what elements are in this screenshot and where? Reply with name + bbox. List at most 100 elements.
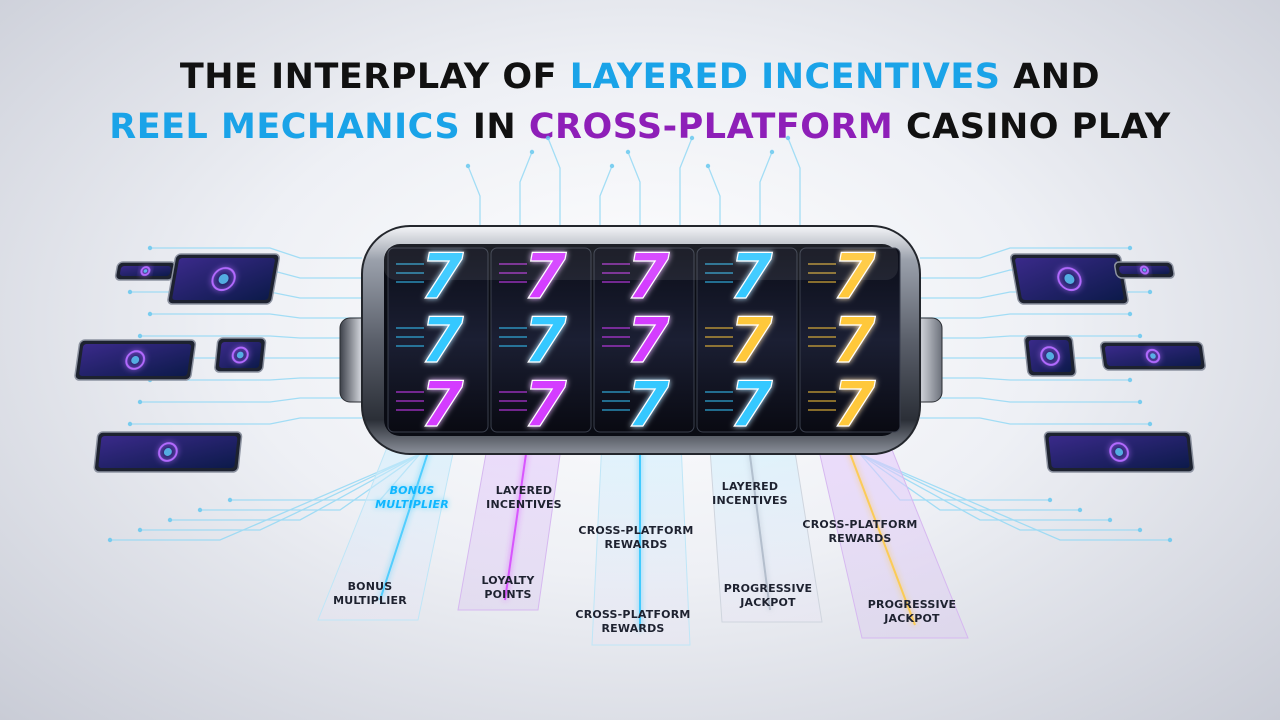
target-icon-core	[1115, 448, 1124, 456]
circuit-node	[137, 333, 143, 339]
ribbon-1-top-label: Bonus Multiplier	[375, 484, 449, 511]
circuit-node	[689, 135, 695, 141]
circuit-node	[1137, 399, 1143, 405]
reel-symbol-seven: 7	[832, 368, 876, 441]
coin-icon	[1040, 346, 1060, 366]
reel-symbol-seven: 7	[420, 240, 464, 313]
circuit-line	[140, 453, 421, 531]
fingerprint-icon	[1139, 265, 1150, 275]
title-text: IN	[460, 107, 529, 147]
target-icon-core	[218, 274, 229, 284]
reel-background	[799, 247, 901, 433]
shield-icon	[140, 266, 151, 276]
ribbon-1-bottom-label: Bonus Multiplier	[333, 580, 407, 607]
circuit-line	[130, 417, 362, 425]
reel-1: 777	[387, 239, 489, 442]
circuit-line	[599, 165, 613, 226]
reel-symbol-seven: 7	[626, 240, 670, 313]
ribbon-5-bottom-label: Progressive Jackpot	[867, 598, 957, 625]
circuit-line	[150, 377, 362, 381]
circuit-node	[137, 399, 143, 405]
circuit-line	[707, 165, 721, 226]
circuit-line	[859, 453, 1170, 541]
reel-background	[387, 247, 489, 433]
device-coin-icon	[1023, 335, 1077, 377]
title-text: CASINO PLAY	[893, 107, 1171, 147]
shield-icon-core	[1150, 353, 1156, 359]
fingerprint-icon	[231, 346, 249, 364]
reel-symbol-seven: 7	[523, 368, 567, 441]
circuit-node	[625, 149, 631, 155]
device-shield-icon	[114, 261, 176, 281]
circuit-node	[785, 135, 791, 141]
circuit-node	[769, 149, 775, 155]
circuit-node	[1127, 377, 1133, 383]
reel-symbol-seven: 7	[832, 240, 876, 313]
reel-symbol-seven: 7	[832, 304, 876, 377]
ribbon-4-top-label: Layered Incentives	[712, 480, 788, 507]
fingerprint-icon-core	[236, 351, 244, 359]
circuit-line	[627, 151, 641, 226]
circuit-line	[920, 417, 1150, 425]
chip-icon-core	[131, 356, 140, 364]
device-shield-icon	[1099, 341, 1207, 371]
ribbon-5-top-label: Cross-Platform Rewards	[802, 518, 918, 545]
circuit-node	[137, 527, 143, 533]
reel-symbol-seven: 7	[523, 304, 567, 377]
chip-icon	[1057, 267, 1082, 291]
circuit-line	[920, 247, 1130, 259]
circuit-node	[1147, 289, 1153, 295]
reel-symbol-seven: 7	[626, 368, 670, 441]
reel-background	[490, 247, 592, 433]
circuit-line	[547, 137, 561, 226]
reel-background	[593, 247, 695, 433]
circuit-line	[140, 335, 362, 339]
reel-symbol-seven: 7	[626, 304, 670, 377]
target-icon	[211, 267, 236, 291]
shield-icon-core	[143, 269, 148, 273]
circuit-node	[1107, 517, 1113, 523]
circuit-node	[197, 507, 203, 513]
chip-icon	[125, 350, 146, 370]
circuit-line	[920, 335, 1140, 339]
page-title: THE INTERPLAY OF LAYERED INCENTIVES AND …	[0, 52, 1280, 152]
circuit-node	[1077, 507, 1083, 513]
coin-icon-core	[163, 448, 172, 456]
ribbon-2-bottom-label: Loyalty Points	[481, 574, 535, 601]
circuit-node	[1137, 527, 1143, 533]
circuit-node	[127, 289, 133, 295]
ribbon-2-top-label: Layered Incentives	[486, 484, 562, 511]
device-chip-icon	[74, 339, 197, 381]
device-target-icon	[1043, 431, 1195, 473]
reel-symbol-seven: 7	[420, 304, 464, 377]
glass-highlight	[384, 244, 898, 280]
circuit-node	[609, 163, 615, 169]
circuit-line	[519, 151, 533, 226]
device-fingerprint-icon	[214, 337, 267, 373]
circuit-line	[920, 377, 1130, 381]
circuit-node	[167, 517, 173, 523]
title-text: AND	[1000, 57, 1101, 97]
circuit-node	[1127, 311, 1133, 317]
circuit-node	[227, 497, 233, 503]
circuit-line	[920, 397, 1140, 403]
device-coin-icon	[93, 431, 243, 473]
ribbon-3-top-label: Cross-Platform Rewards	[578, 524, 694, 551]
circuit-line	[150, 313, 362, 319]
circuit-line	[150, 247, 362, 259]
circuit-line	[920, 313, 1130, 319]
device-fingerprint-icon	[1114, 261, 1175, 279]
title-highlight-purple: CROSS-PLATFORM	[528, 107, 894, 147]
ribbon-4-bottom-label: Progressive Jackpot	[723, 582, 813, 609]
coin-icon-core	[1046, 352, 1055, 360]
reel-symbol-seven: 7	[523, 240, 567, 313]
circuit-line	[110, 453, 421, 541]
circuit-node	[1127, 245, 1133, 251]
circuit-node	[1137, 333, 1143, 339]
circuit-node	[465, 163, 471, 169]
title-highlight-blue: LAYERED INCENTIVES	[569, 57, 1001, 97]
reel-4: 777	[696, 239, 798, 442]
circuit-node	[147, 245, 153, 251]
